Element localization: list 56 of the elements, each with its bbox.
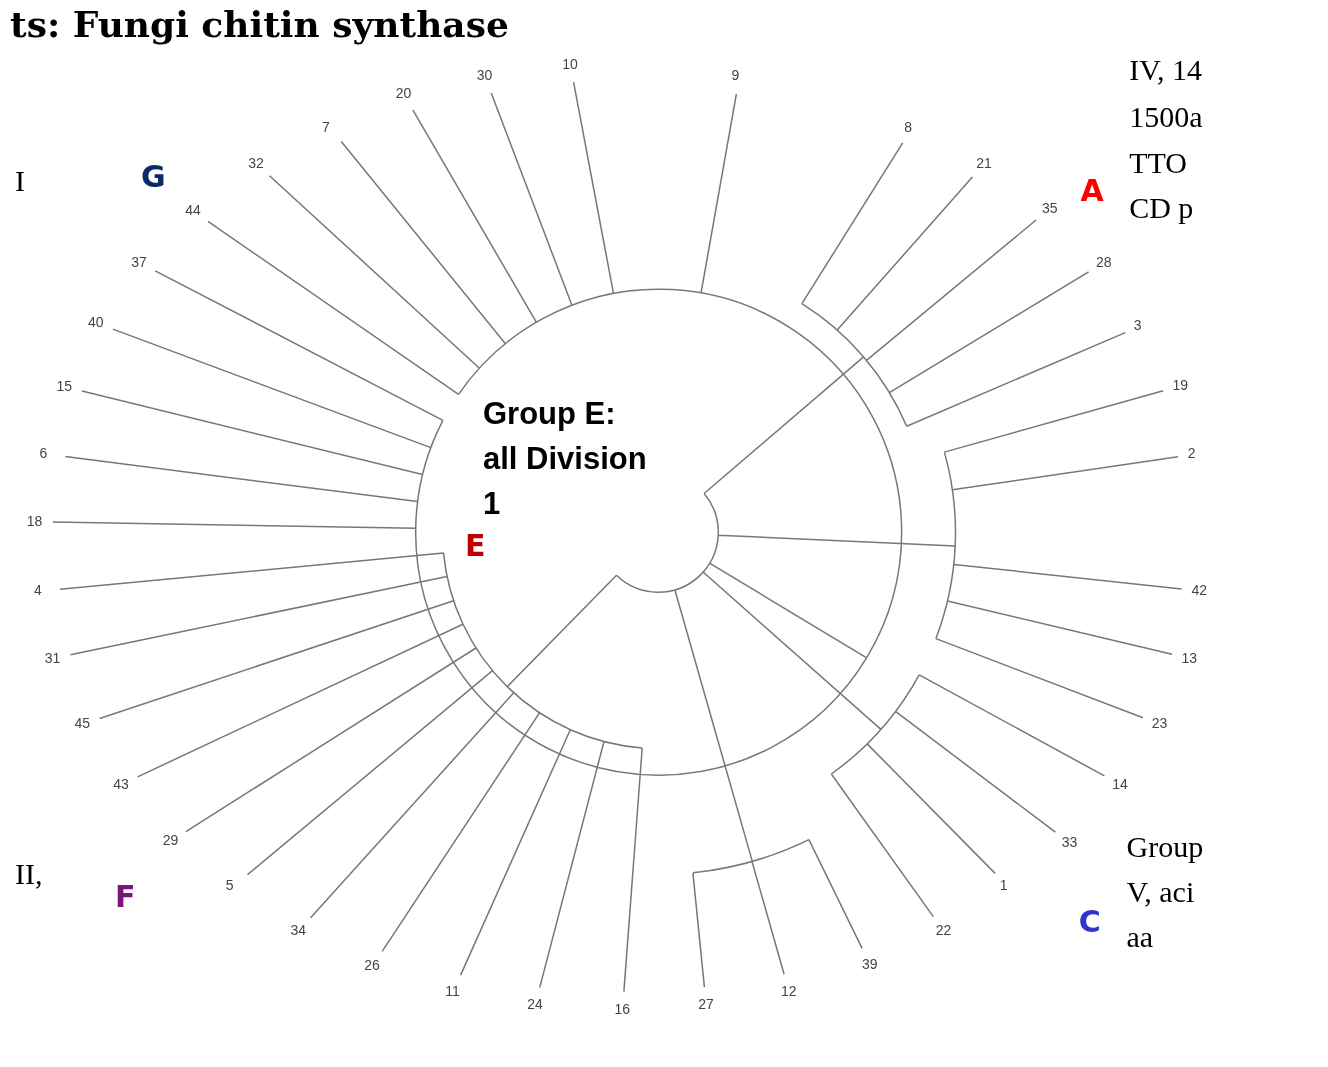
group-note: Group E: all Division 1 [483,395,648,524]
leaf-number: 7 [322,118,330,135]
leaf-number: 9 [731,67,740,84]
side-note: CD p [1129,190,1194,225]
leaf-number: 19 [1172,376,1189,393]
leaf-number: 12 [781,982,797,999]
leaf-number: 24 [527,996,543,1012]
side-note: V, aci [1126,874,1195,909]
leaf-number: 4 [34,582,42,598]
leaf-number: 29 [162,832,179,849]
leaf-number: 31 [44,649,61,666]
leaf-number: 20 [395,85,412,102]
group-letter: E [465,528,486,563]
leaf-number: 1 [999,877,1008,894]
leaf-number: 3 [1133,316,1142,333]
leaf-number: 42 [1191,582,1207,598]
leaf-number: 30 [476,67,493,84]
leaf-number: 34 [290,922,307,939]
leaf-number: 18 [26,512,43,529]
leaf-number: 5 [225,877,234,894]
leaf-number: 33 [1061,834,1078,850]
leaf-number: 16 [614,1000,631,1017]
leaf-number: 11 [445,982,460,999]
group-letter: A [1080,172,1104,208]
group-letter: F [114,879,136,914]
leaf-number: 37 [131,253,147,270]
leaf-number: 44 [185,202,201,219]
title: ts: Fungi chitin synthase [10,2,509,46]
leaf-number: 8 [904,118,913,135]
leaf-number: 43 [113,775,129,792]
leaf-number: 35 [1042,199,1058,216]
leaf-number: 39 [862,955,878,972]
leaf-number: 14 [1112,775,1128,792]
side-note: aa [1126,919,1154,954]
group-letter: C [1078,904,1101,940]
leaf-number: 26 [364,957,380,974]
leaf-number: 23 [1151,715,1168,732]
leaf-number: 13 [1181,649,1198,666]
leaf-number: 45 [74,715,91,732]
side-note: Group [1126,829,1204,864]
side-note: I [15,163,25,198]
leaf-number: 28 [1096,253,1112,270]
leaf-number: 22 [935,922,952,939]
leaf-number: 40 [88,313,104,330]
leaf-number: 21 [976,154,992,171]
leaf-number: 10 [562,55,578,72]
side-note: 1500a [1129,99,1203,134]
leaf-number: 6 [39,445,48,462]
leaf-number: 2 [1187,445,1196,462]
group-letter: G [141,159,166,194]
leaf-number: 32 [248,154,264,171]
leaf-number: 15 [56,377,73,394]
side-note: II, [15,856,43,891]
side-note: IV, 14 [1129,52,1202,87]
leaf-number: 27 [698,996,714,1012]
side-note: TTO [1129,145,1187,180]
